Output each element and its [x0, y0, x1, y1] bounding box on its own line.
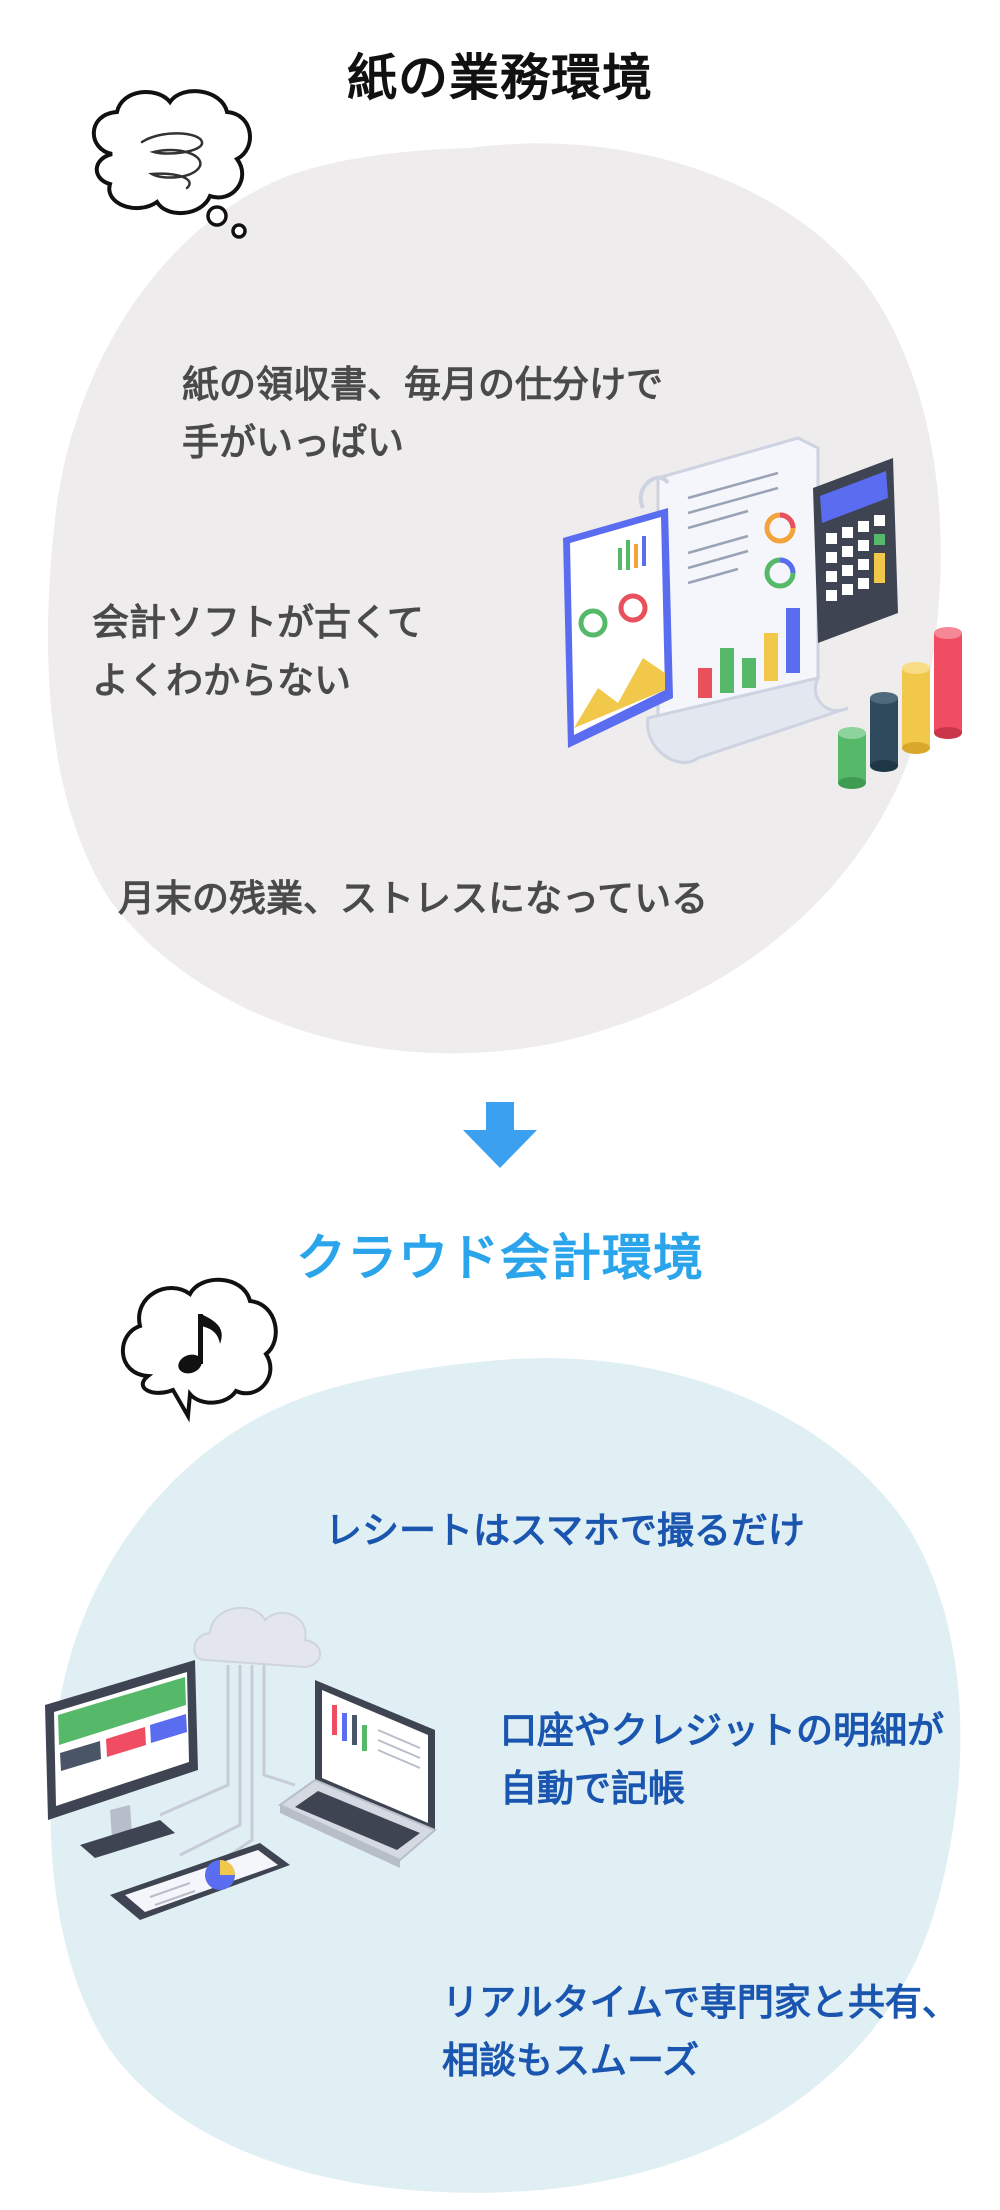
cloud-item-1: レシートはスマホで撮るだけ: [325, 1502, 805, 1560]
paper-item-1: 紙の領収書、毎月の仕分けで 手がいっぱい: [182, 356, 663, 472]
cloud-item-3: リアルタイムで専門家と共有、 相談もスムーズ: [442, 1974, 959, 2090]
paper-item-2-line-2: よくわからない: [92, 659, 351, 702]
paper-item-2: 会計ソフトが古くて よくわからない: [92, 594, 424, 710]
paper-item-1-line-1: 紙の領収書、毎月の仕分けで: [182, 363, 663, 406]
cloud-item-3-line-2: 相談もスムーズ: [442, 2039, 700, 2082]
music-note-icon: [121, 1277, 278, 1423]
paper-item-1-line-2: 手がいっぱい: [182, 421, 404, 464]
paper-item-3-line-1: 月末の残業、ストレスになっている: [118, 877, 709, 920]
cloud-section-title: クラウド会計環境: [296, 1229, 704, 1287]
swirl-thought-icon: [91, 89, 252, 239]
cloud-item-3-line-1: リアルタイムで専門家と共有、: [442, 1981, 959, 2024]
cloud-item-2-line-1: 口座やクレジットの明細が: [500, 1709, 944, 1752]
cloud-blob-background: [50, 1358, 961, 2193]
paper-item-3: 月末の残業、ストレスになっている: [118, 870, 708, 928]
paper-blob-background: [47, 143, 941, 1054]
paper-item-2-line-1: 会計ソフトが古くて: [92, 601, 424, 644]
cloud-item-2: 口座やクレジットの明細が 自動で記帳: [500, 1702, 944, 1818]
cloud-item-2-line-2: 自動で記帳: [500, 1767, 685, 1810]
cloud-item-1-line-1: レシートはスマホで撮るだけ: [325, 1509, 805, 1552]
paper-documents-calculator-illustration: [563, 436, 962, 789]
paper-section-title: 紙の業務環境: [347, 49, 653, 107]
cloud-devices-illustration: [45, 1606, 437, 1920]
arrow-down-icon: [463, 1102, 537, 1168]
